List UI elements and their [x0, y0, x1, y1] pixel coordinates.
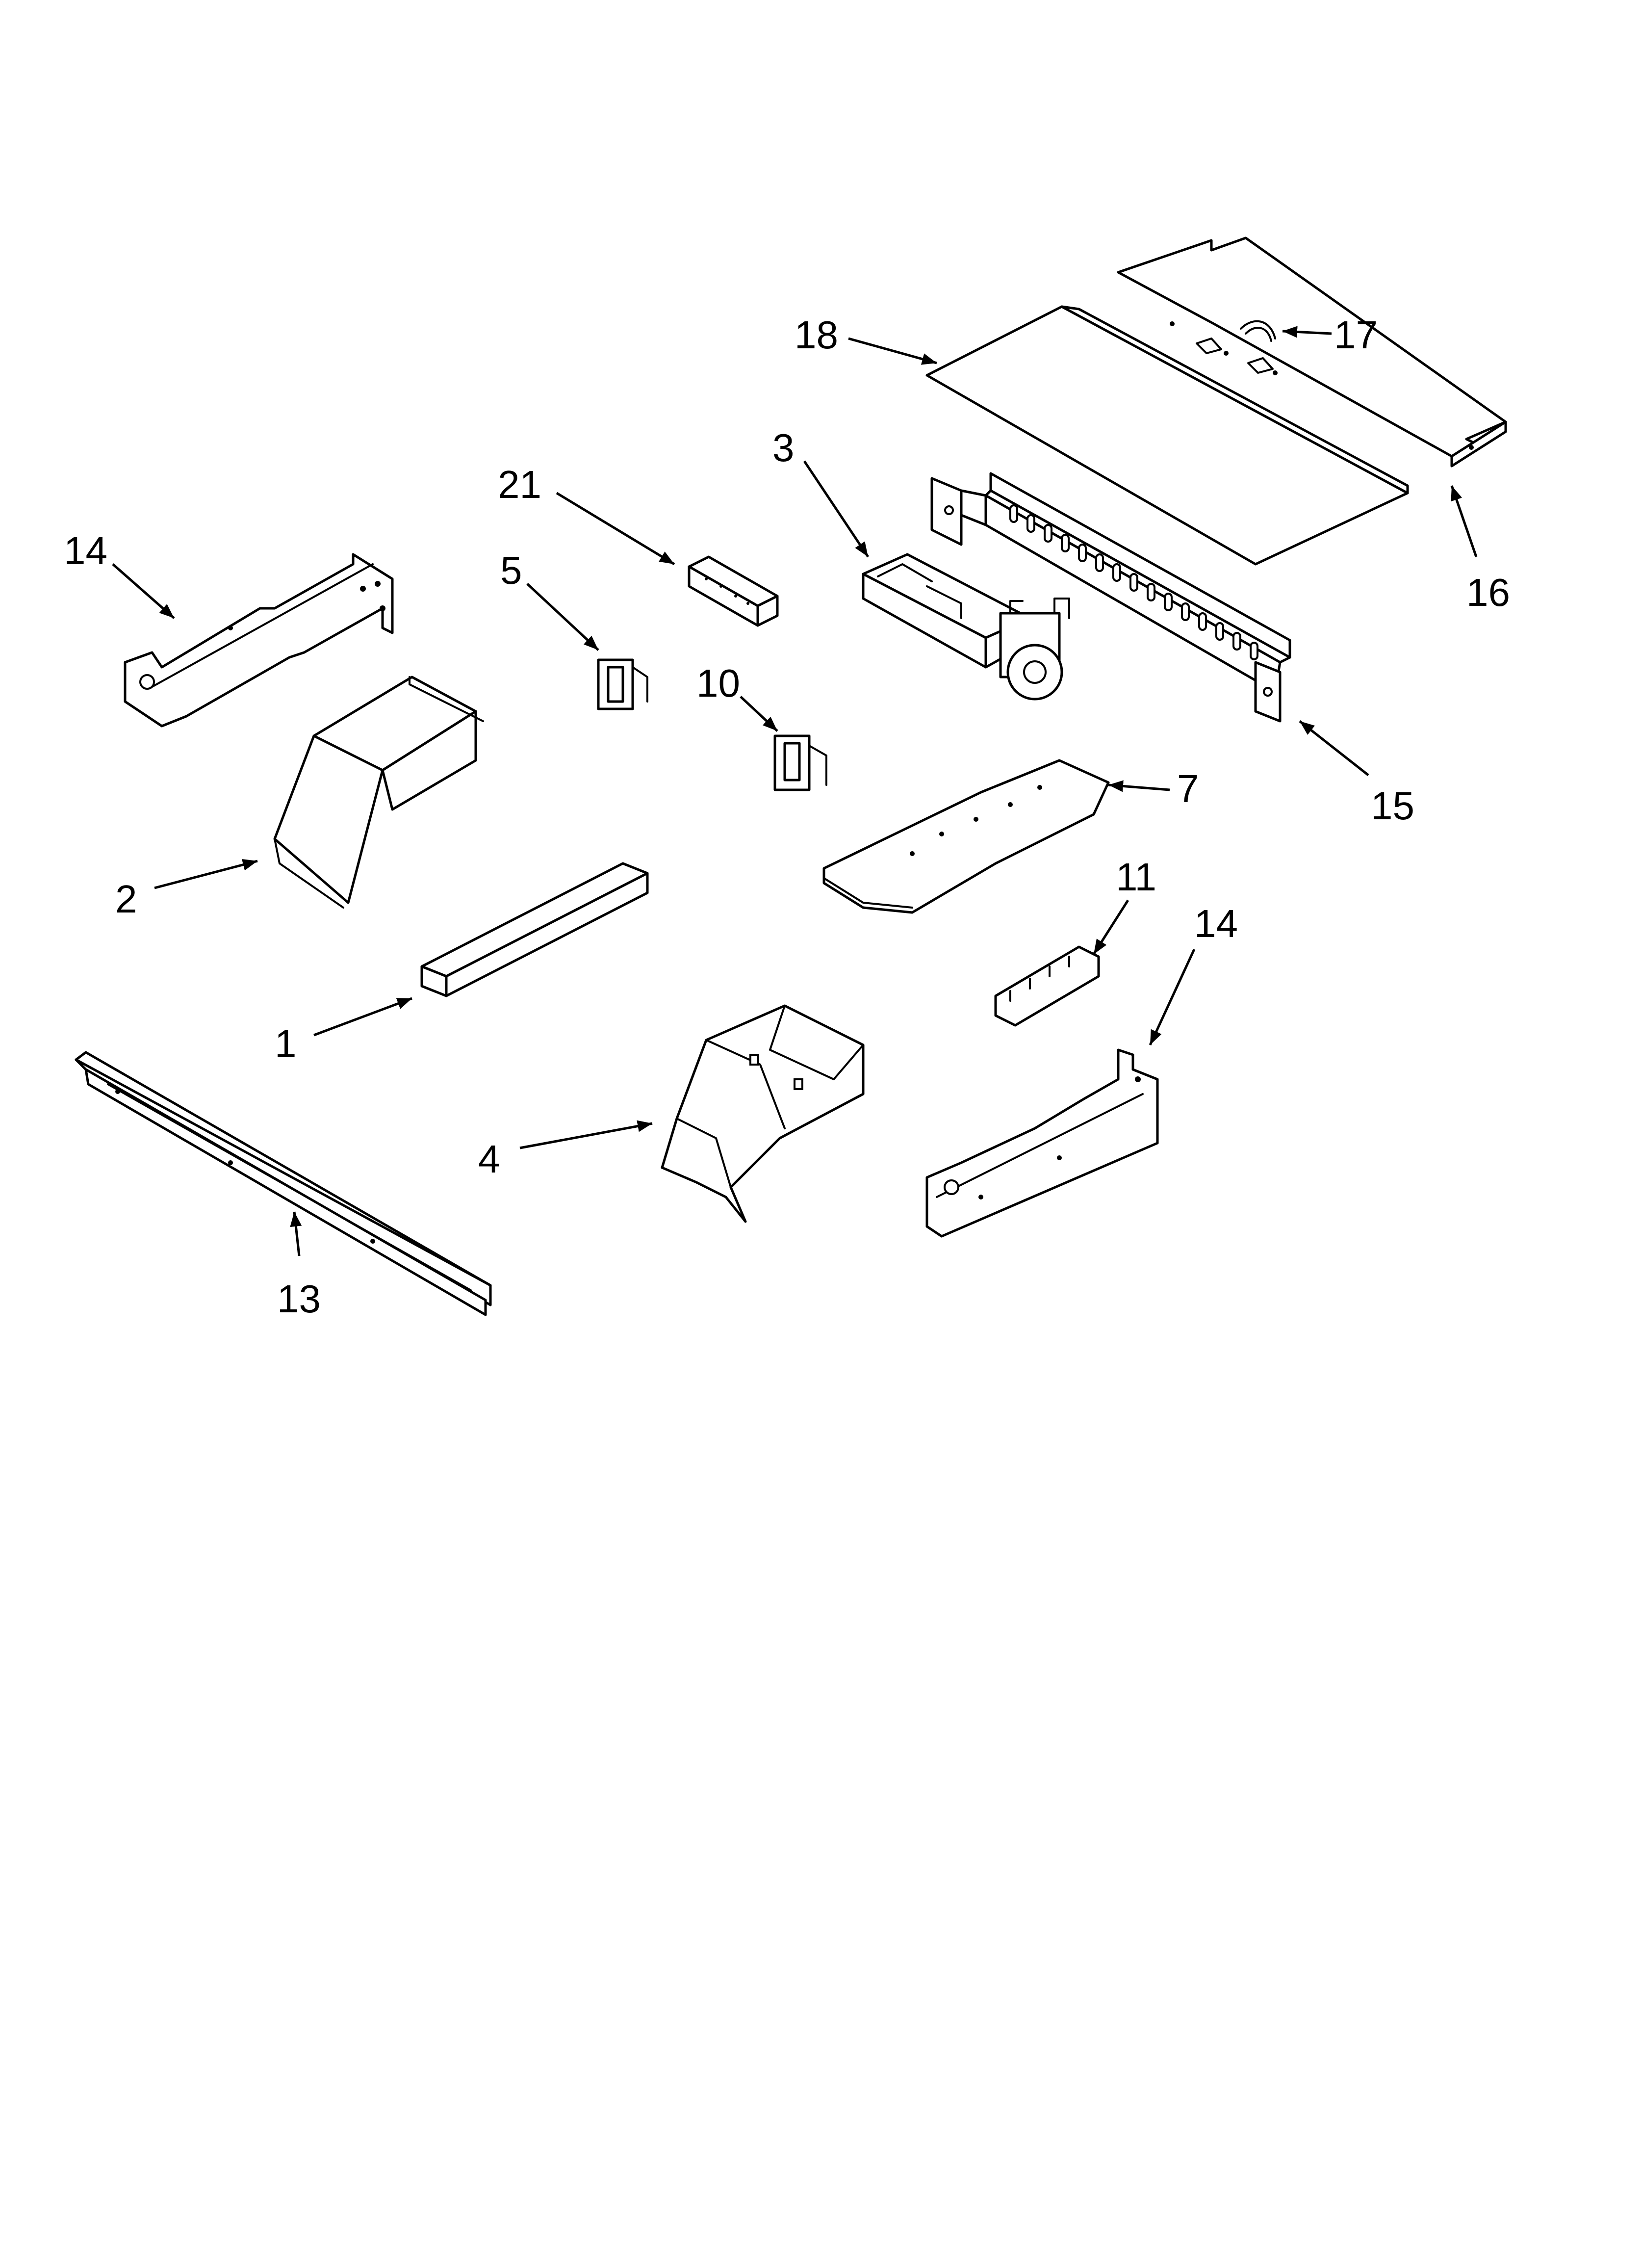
callout-16: 16	[1466, 571, 1510, 614]
leader-lines	[112, 326, 1478, 1256]
leader-5	[526, 583, 599, 651]
callout-14-right: 14	[1194, 902, 1238, 945]
leader-15	[1299, 720, 1369, 776]
part-7-base-plate	[822, 759, 1110, 914]
callout-11: 11	[1116, 855, 1156, 899]
callout-13: 13	[277, 1277, 321, 1321]
leader-14a	[112, 563, 175, 619]
callout-21: 21	[498, 463, 541, 506]
callout-4: 4	[478, 1137, 500, 1181]
callout-15: 15	[1371, 784, 1414, 828]
part-11-terminal-strip	[994, 945, 1100, 1027]
leader-2	[154, 859, 258, 889]
callout-5: 5	[500, 548, 522, 592]
leader-1	[313, 997, 412, 1037]
part-15-perforated-rail	[930, 472, 1291, 723]
part-2-duct	[273, 676, 484, 909]
leader-17	[1282, 326, 1332, 338]
part-5-switch	[597, 658, 648, 710]
part-14-left-bracket	[124, 553, 394, 728]
callout-10: 10	[696, 661, 740, 705]
leader-13	[290, 1211, 302, 1256]
part-10-switch	[773, 734, 827, 791]
callout-18: 18	[795, 313, 838, 357]
part-18-top-shield	[925, 305, 1409, 566]
leader-14b	[1149, 948, 1196, 1046]
callout-3: 3	[772, 426, 795, 469]
callout-labels: 1 2 3 4 5 7 10 11 13 14 14 15 16 17 18 2…	[64, 313, 1510, 1321]
part-17-clip	[1240, 320, 1276, 342]
leader-10	[740, 696, 778, 732]
callout-14-left: 14	[64, 529, 107, 573]
leader-4	[519, 1120, 653, 1149]
part-13-bottom-rail	[75, 1051, 492, 1316]
leader-3	[803, 460, 870, 558]
callout-7: 7	[1177, 767, 1199, 810]
leader-11	[1092, 899, 1129, 955]
leader-21	[556, 492, 675, 566]
leader-18	[848, 337, 937, 365]
part-16-rear-panel	[1117, 236, 1507, 468]
callout-1: 1	[275, 1022, 297, 1066]
part-3-motor-assembly	[862, 553, 1070, 701]
callout-2: 2	[115, 877, 137, 921]
part-14-right-bracket	[925, 1048, 1159, 1238]
part-21-terminal-block	[688, 555, 779, 627]
part-1-channel	[420, 862, 649, 997]
leader-16	[1450, 485, 1478, 557]
part-4-shroud	[661, 1004, 865, 1223]
leader-7	[1108, 780, 1170, 792]
callout-17: 17	[1334, 313, 1378, 357]
